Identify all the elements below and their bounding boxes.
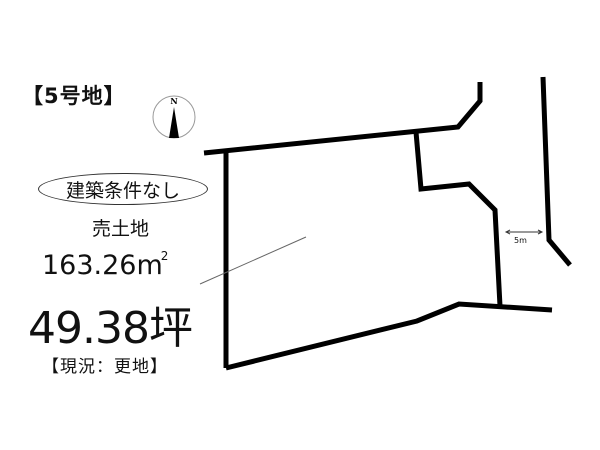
property-type: 売土地 xyxy=(92,218,150,240)
building-condition-label: 建築条件なし xyxy=(65,179,180,202)
leader-line xyxy=(199,236,307,285)
current-status: 【現況：更地】 xyxy=(42,357,168,377)
svg-text:N: N xyxy=(170,96,177,106)
area-square-meters: 163.26m2 xyxy=(42,249,169,281)
building-condition-badge: 建築条件なし xyxy=(38,173,208,205)
area-sqm-value: 163.26 xyxy=(42,250,137,281)
area-sqm-superscript: 2 xyxy=(160,249,169,263)
road-width-label: 5m xyxy=(514,236,527,245)
lot-number-title: 【5号地】 xyxy=(22,84,126,108)
area-tsubo: 49.38坪 xyxy=(28,303,193,354)
lot-boundary xyxy=(203,76,572,371)
area-sqm-unit: m xyxy=(136,250,163,281)
north-arrow-icon: N xyxy=(152,95,196,139)
road-width-dimension xyxy=(504,229,544,235)
